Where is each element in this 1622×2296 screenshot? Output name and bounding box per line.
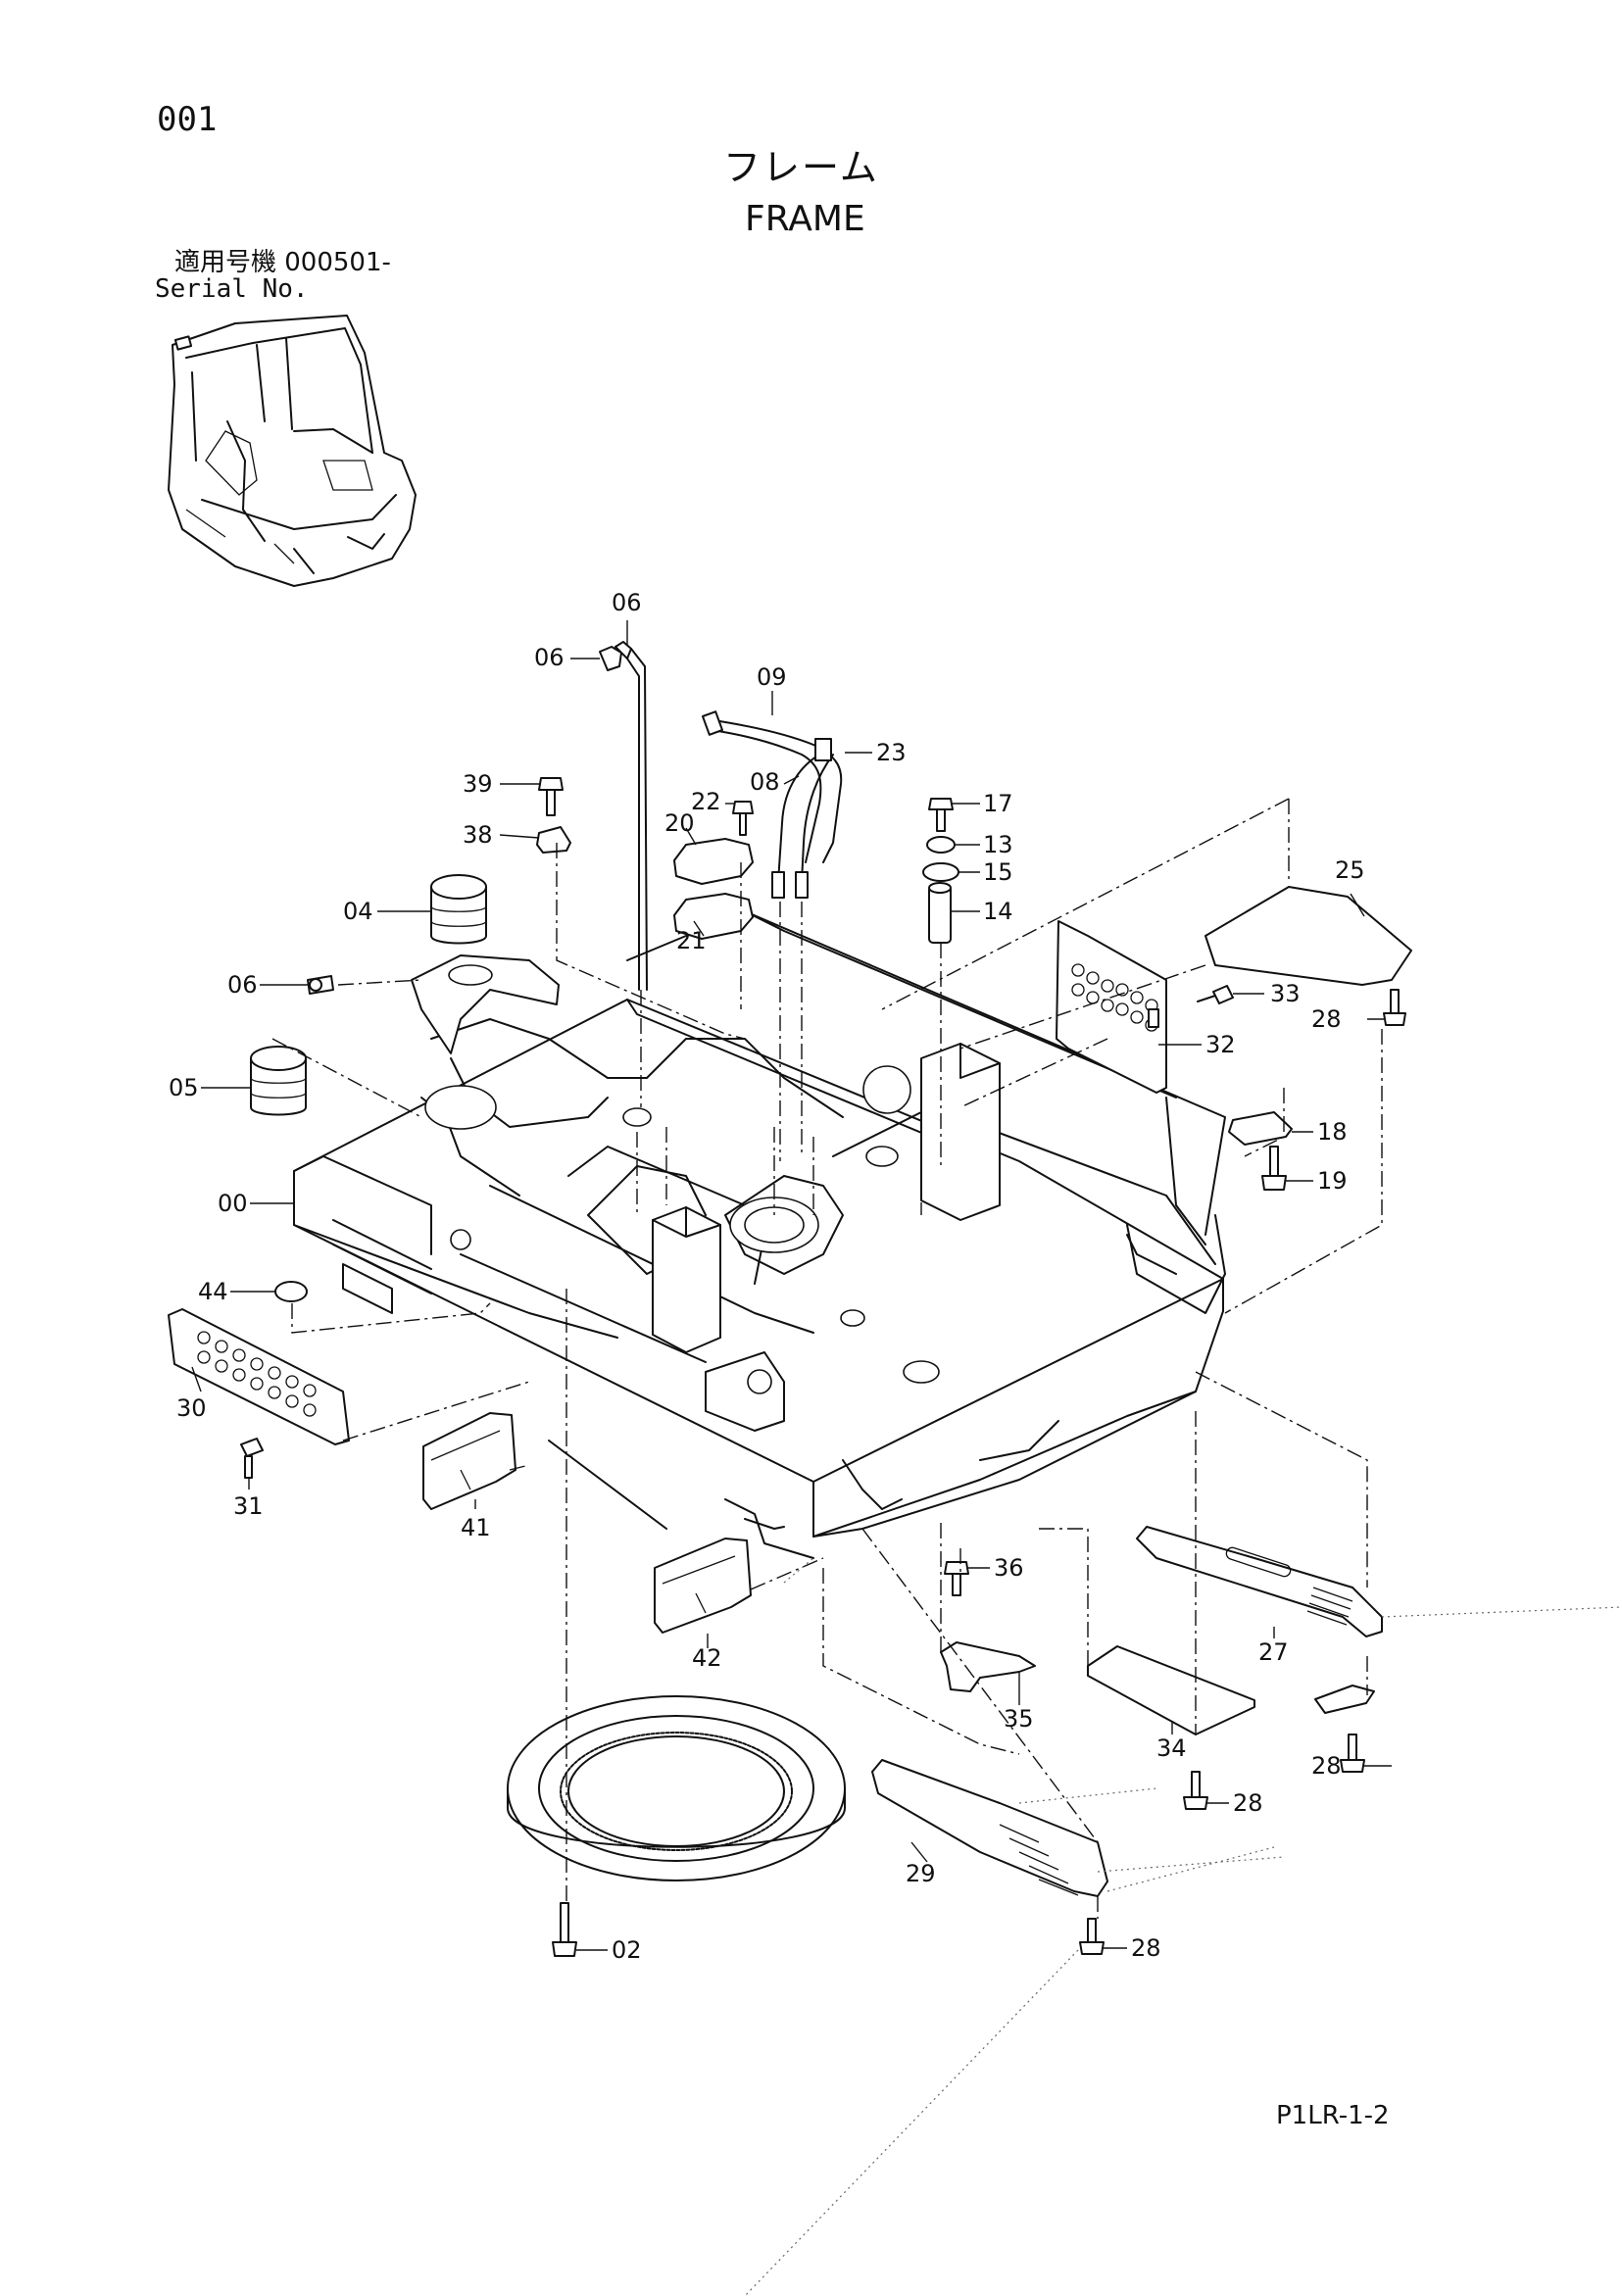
washer-part-15 [922, 862, 959, 882]
block-part-18 [1228, 1111, 1293, 1146]
spacer-part-14 [928, 882, 952, 944]
callout-38: 38 [463, 821, 493, 849]
callout-20: 20 [664, 809, 695, 837]
bolt-part-28-right [1340, 1734, 1365, 1773]
bolt-part-39 [538, 777, 564, 816]
callout-05: 05 [169, 1074, 199, 1101]
machine-thumbnail [168, 315, 417, 587]
callout-08: 08 [750, 768, 780, 796]
callout-32: 32 [1205, 1031, 1236, 1058]
step-part-27 [1136, 1526, 1383, 1637]
callout-17: 17 [983, 790, 1013, 817]
callout-28-lower: 28 [1131, 1934, 1161, 1962]
swing-ring-part-02 [507, 1695, 846, 1881]
callout-06-left: 06 [227, 971, 258, 999]
callout-13: 13 [983, 831, 1013, 858]
hose-part-08-09 [702, 710, 843, 899]
bolt-part-17 [928, 798, 954, 832]
assembly-lines [271, 798, 1622, 2296]
bushing-part-04 [430, 874, 487, 945]
grille-part-32 [1056, 920, 1167, 1094]
callout-41: 41 [461, 1514, 491, 1541]
callout-30: 30 [176, 1394, 207, 1422]
main-frame [293, 910, 1226, 1559]
pad-part-41 [422, 1412, 516, 1510]
sheet-code: P1LR-1-2 [1276, 2101, 1390, 2130]
bolt-part-36 [944, 1561, 969, 1596]
callout-28-upper: 28 [1311, 1005, 1342, 1033]
callout-09: 09 [757, 663, 787, 691]
callout-04: 04 [343, 898, 373, 925]
callout-31: 31 [233, 1492, 264, 1520]
callout-27: 27 [1258, 1638, 1289, 1666]
boom-bracket [411, 954, 560, 1054]
callout-42: 42 [692, 1644, 722, 1672]
plate-part-28 [1314, 1685, 1375, 1714]
bolt-part-22 [732, 801, 754, 836]
callout-36: 36 [994, 1554, 1024, 1582]
bolt-part-31 [240, 1438, 264, 1479]
callout-06-top: 06 [612, 589, 642, 616]
cover-plate-part-25 [1204, 886, 1412, 986]
bolt-part-28-lower [1079, 1918, 1105, 1955]
serial-label: Serial No. [155, 274, 309, 304]
leader-lines [191, 620, 1392, 1951]
callout-19: 19 [1317, 1167, 1348, 1195]
gasket-part-21 [673, 893, 754, 940]
plate-part-20 [673, 838, 754, 885]
callout-02: 02 [612, 1936, 642, 1964]
callout-28-mid: 28 [1233, 1789, 1263, 1817]
bracket-part-35 [940, 1641, 1036, 1692]
washer-part-13 [926, 836, 956, 854]
callout-18: 18 [1317, 1118, 1348, 1146]
callout-34: 34 [1156, 1734, 1187, 1762]
callout-33: 33 [1270, 980, 1301, 1007]
callout-39: 39 [463, 770, 493, 798]
fitting-part-06-left [307, 975, 334, 995]
bracket-part-38 [536, 826, 571, 854]
page-number: 001 [157, 100, 218, 139]
callout-15: 15 [983, 858, 1013, 886]
pad-part-42 [654, 1538, 752, 1634]
callout-labels: 06 06 09 23 08 22 20 21 39 38 17 13 15 1… [169, 589, 1365, 1964]
page-title: FRAME [745, 199, 865, 239]
callout-00: 00 [218, 1190, 248, 1217]
cap-part-44 [274, 1281, 308, 1302]
bolt-part-02 [552, 1902, 577, 1957]
fitting-part-06 [599, 641, 648, 991]
bolt-part-33 [1197, 985, 1234, 1004]
bolt-part-28-mid [1183, 1771, 1208, 1810]
callout-21: 21 [676, 927, 707, 954]
callout-23: 23 [876, 739, 907, 766]
serial-label-japanese: 適用号機 000501- [174, 248, 391, 277]
callout-25: 25 [1335, 856, 1365, 884]
callout-22: 22 [691, 788, 721, 815]
callout-29: 29 [906, 1860, 936, 1887]
bolt-part-19 [1261, 1146, 1287, 1191]
callout-14: 14 [983, 898, 1013, 925]
callout-35: 35 [1004, 1705, 1034, 1733]
page-title-japanese: フレーム [723, 146, 879, 189]
callout-44: 44 [198, 1278, 228, 1305]
step-part-29 [871, 1759, 1108, 1897]
grille-part-30 [168, 1308, 350, 1445]
bushing-part-05 [250, 1046, 307, 1116]
bolt-part-28-upper [1383, 989, 1406, 1026]
callout-06-second: 06 [534, 644, 565, 671]
callout-28-right: 28 [1311, 1752, 1342, 1780]
plate-part-34 [1087, 1645, 1255, 1735]
